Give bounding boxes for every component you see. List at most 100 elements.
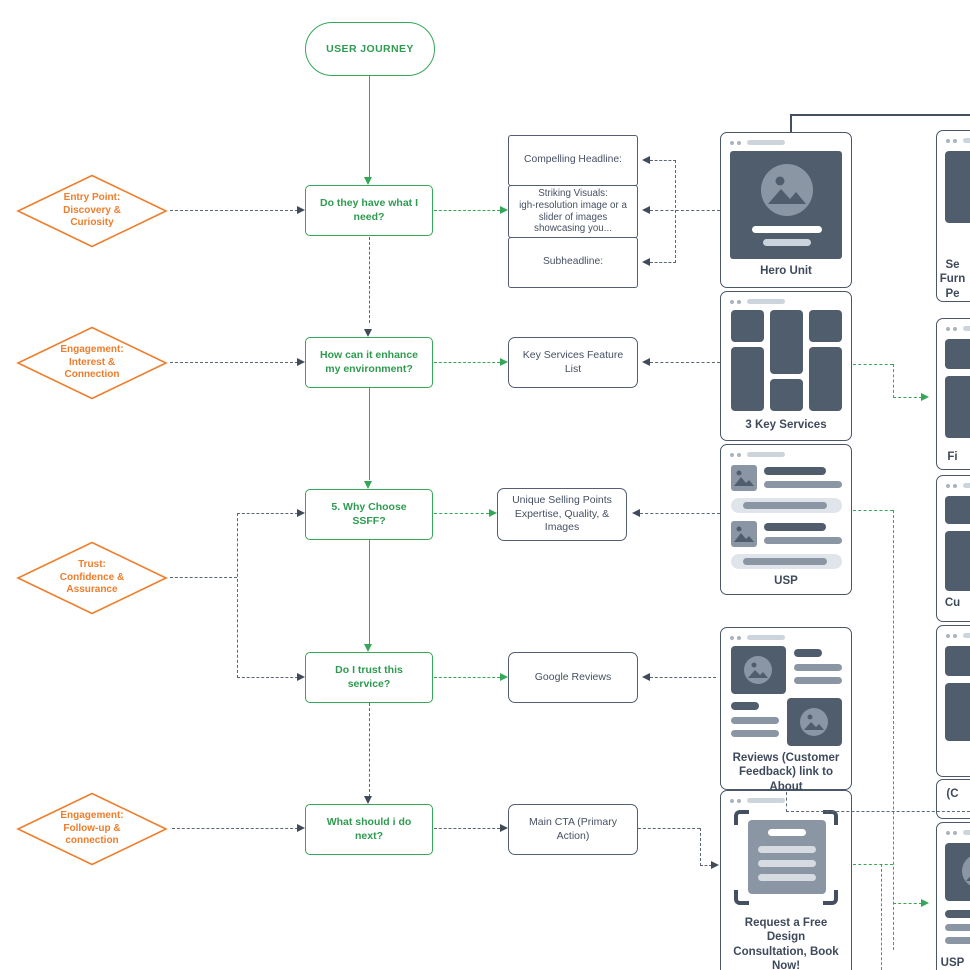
arrowhead: [711, 861, 719, 869]
arrowhead: [297, 358, 305, 366]
connector-start-q1: [369, 76, 370, 179]
text-bar: [794, 664, 842, 671]
service-tile: [809, 310, 842, 342]
answer-label: Unique Selling Points Expertise, Quality…: [512, 494, 612, 534]
question-box-2[interactable]: How can it enhance my environment?: [305, 337, 433, 388]
window-dot-icon: [737, 798, 741, 803]
window-dot-icon: [953, 830, 957, 835]
connector-q2-q3: [369, 388, 370, 480]
card-reviews[interactable]: Reviews (Customer Feedback) link to Abou…: [720, 627, 852, 793]
text-bar: [731, 702, 759, 710]
image-block: [945, 683, 970, 741]
connector-services-right-v: [893, 364, 894, 398]
question-box-1[interactable]: Do they have what I need?: [305, 185, 433, 236]
arrowhead: [500, 206, 508, 214]
answer-box-main-cta[interactable]: Main CTA (Primary Action): [508, 804, 638, 855]
text-bar: [794, 677, 842, 684]
card-usp[interactable]: USP: [720, 444, 852, 595]
url-bar: [747, 635, 785, 640]
card-right-4[interactable]: [936, 625, 970, 777]
hero-text-bar: [752, 226, 822, 233]
info-box-visuals[interactable]: Striking Visuals: igh-resolution image o…: [508, 185, 638, 238]
window-dot-icon: [737, 635, 741, 640]
url-bar: [963, 483, 970, 488]
diamond-engagement-followup[interactable]: Engagement: Follow-up & connection: [16, 792, 168, 866]
text-bar: [758, 874, 816, 881]
card-right-4-label-band[interactable]: [936, 779, 970, 819]
answer-box-usp[interactable]: Unique Selling Points Expertise, Quality…: [497, 488, 627, 541]
info-box-headline[interactable]: Compelling Headline:: [508, 135, 638, 186]
image-block: [945, 843, 970, 901]
corner-bracket-icon: [823, 890, 838, 905]
arrowhead: [489, 509, 497, 517]
image-block: [945, 496, 970, 524]
connector-top-offscreen-h: [790, 114, 970, 116]
start-label: USER JOURNEY: [326, 43, 414, 55]
browser-chrome: [937, 626, 970, 642]
answer-label: Key Services Feature List: [522, 348, 624, 375]
arrowhead: [642, 673, 650, 681]
url-bar: [747, 798, 785, 803]
connector-cta-elbow-v: [700, 828, 701, 866]
connector-q2-a1: [434, 362, 500, 363]
image-block: [731, 646, 786, 694]
diamond-trust[interactable]: Trust: Confidence & Assurance: [16, 541, 168, 615]
window-dot-icon: [953, 483, 957, 488]
image-placeholder-icon: [744, 656, 772, 684]
reviews-layout: [731, 646, 842, 746]
arrowhead: [632, 509, 640, 517]
card-request-consultation[interactable]: Request a Free Design Consultation, Book…: [720, 790, 852, 970]
card-right-2[interactable]: [936, 318, 970, 470]
service-tile: [770, 379, 803, 411]
text-bar: [764, 523, 826, 531]
question-label: Do they have what I need?: [319, 197, 419, 223]
start-node[interactable]: USER JOURNEY: [305, 22, 435, 76]
diamond-entry-point[interactable]: Entry Point: Discovery & Curiosity: [16, 174, 168, 248]
corner-bracket-icon: [823, 810, 838, 825]
question-box-4[interactable]: Do I trust this service?: [305, 652, 433, 703]
connector-d3-stem: [170, 577, 237, 578]
right-card-label-fragment: USP: [940, 957, 965, 969]
connector-d3-q4: [237, 677, 298, 678]
image-placeholder-icon: [962, 856, 970, 886]
info-box-subheadline[interactable]: Subheadline:: [508, 237, 638, 288]
hero-image-block: [730, 151, 842, 259]
question-label: Do I trust this service?: [335, 664, 403, 690]
question-box-3[interactable]: 5. Why Choose SSFF?: [305, 489, 433, 540]
card-right-1[interactable]: [936, 130, 970, 302]
url-bar: [963, 138, 970, 143]
pill-bar: [731, 554, 842, 569]
connector-d1-q1: [170, 210, 298, 211]
card-3-key-services[interactable]: 3 Key Services: [720, 291, 852, 441]
service-tile: [731, 347, 764, 411]
text-bar: [758, 846, 816, 853]
diamond-shape-icon: [16, 792, 168, 866]
image-block: [787, 698, 842, 746]
connector-hero-subheadline: [650, 262, 676, 263]
window-dot-icon: [953, 138, 957, 143]
answer-box-google-reviews[interactable]: Google Reviews: [508, 652, 638, 703]
window-dot-icon: [946, 830, 950, 835]
diamond-shape-icon: [16, 174, 168, 248]
info-label: Striking Visuals: igh-resolution image o…: [519, 187, 627, 235]
card-right-3[interactable]: [936, 475, 970, 622]
window-dot-icon: [730, 140, 734, 145]
arrowhead: [642, 258, 650, 266]
connector-cta-request: [700, 865, 712, 866]
card-hero-unit[interactable]: Hero Unit: [720, 132, 852, 288]
connector-usp-right-v: [893, 510, 894, 950]
connector-top-offscreen-v: [790, 114, 792, 132]
arrowhead: [297, 509, 305, 517]
url-bar: [963, 633, 970, 638]
arrowhead: [500, 673, 508, 681]
question-box-5[interactable]: What should i do next?: [305, 804, 433, 855]
answer-box-key-services[interactable]: Key Services Feature List: [508, 337, 638, 388]
card-label: Reviews (Customer Feedback) link to Abou…: [732, 752, 840, 793]
service-tile: [770, 310, 803, 374]
text-bar: [945, 924, 970, 931]
browser-chrome: [937, 319, 970, 335]
card-right-5[interactable]: [936, 822, 970, 970]
diamond-engagement-interest[interactable]: Engagement: Interest & Connection: [16, 326, 168, 400]
connector-request-down-v: [881, 864, 882, 970]
